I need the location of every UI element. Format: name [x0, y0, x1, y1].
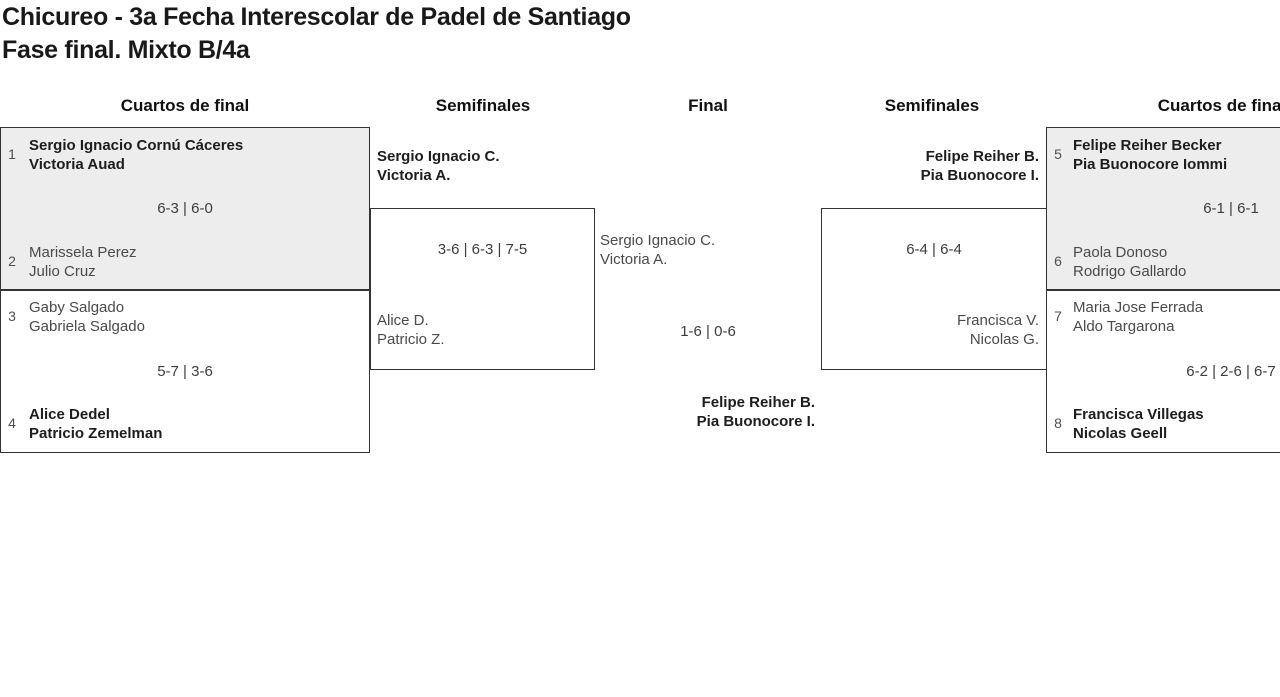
player-name: Gaby Salgado — [29, 299, 125, 316]
player-name: Nicolas Geell — [1073, 425, 1168, 442]
team-name: Francisca V. Nicolas G. — [839, 311, 1039, 349]
player-name: Victoria Auad — [29, 156, 125, 173]
match-score: 6-1 | 6-1 — [1203, 200, 1259, 217]
team-name: Felipe Reiher B. Pia Buonocore I. — [615, 393, 815, 431]
team-name: Maria Jose Ferrada Aldo Targarona — [1073, 298, 1203, 336]
player-name: Felipe Reiher Becker — [1073, 137, 1222, 154]
round-header-final: Final — [688, 96, 728, 115]
player-name: Maria Jose Ferrada — [1073, 299, 1204, 316]
player-name: Felipe Reiher B. — [701, 394, 815, 411]
team-name: Alice D. Patricio Z. — [377, 311, 445, 349]
player-name: Felipe Reiher B. — [925, 148, 1039, 165]
match-box-qf-left-top — [0, 127, 370, 290]
player-name: Aldo Targarona — [1073, 318, 1175, 335]
match-box-qf-right-bottom — [1046, 290, 1280, 453]
player-name: Alice D. — [377, 312, 429, 329]
seed-number: 8 — [1054, 415, 1062, 431]
player-name: Victoria A. — [600, 251, 668, 268]
team-name: Paola Donoso Rodrigo Gallardo — [1073, 243, 1186, 281]
seed-number: 6 — [1054, 253, 1062, 269]
match-box-sf-right — [821, 208, 1047, 370]
page-title-line2: Fase final. Mixto B/4a — [2, 36, 250, 64]
round-header-quarterfinals-right: Cuartos de final — [1157, 96, 1280, 115]
page-title: Chicureo - 3a Fecha Interescolar de Pade… — [2, 1, 631, 67]
match-score: 3-6 | 6-3 | 7-5 — [437, 241, 528, 258]
player-name: Nicolas G. — [969, 331, 1039, 348]
player-name: Patricio Zemelman — [29, 425, 163, 442]
player-name: Sergio Ignacio C. — [600, 232, 716, 249]
player-name: Francisca V. — [957, 312, 1039, 329]
player-name: Julio Cruz — [29, 263, 96, 280]
team-name: Sergio Ignacio C. Victoria A. — [377, 147, 500, 185]
seed-number: 3 — [8, 308, 16, 324]
team-name: Felipe Reiher Becker Pia Buonocore Iommi — [1073, 136, 1227, 174]
seed-number: 1 — [8, 146, 16, 162]
player-name: Marissela Perez — [29, 244, 137, 261]
match-box-qf-left-bottom — [0, 290, 370, 453]
team-name: Felipe Reiher B. Pia Buonocore I. — [839, 147, 1039, 185]
player-name: Victoria A. — [377, 167, 451, 184]
team-name: Sergio Ignacio Cornú Cáceres Victoria Au… — [29, 136, 243, 174]
seed-number: 2 — [8, 253, 16, 269]
team-name: Gaby Salgado Gabriela Salgado — [29, 298, 145, 336]
team-name: Francisca Villegas Nicolas Geell — [1073, 405, 1204, 443]
player-name: Pia Buonocore I. — [920, 167, 1039, 184]
match-score: 5-7 | 3-6 — [157, 363, 213, 380]
match-score: 6-2 | 2-6 | 6-7 — [1186, 363, 1276, 380]
player-name: Paola Donoso — [1073, 244, 1168, 261]
player-name: Sergio Ignacio Cornú Cáceres — [29, 137, 244, 154]
round-header-semifinals-right: Semifinales — [884, 96, 980, 115]
round-header-semifinals-left: Semifinales — [435, 96, 531, 115]
team-name: Marissela Perez Julio Cruz — [29, 243, 137, 281]
player-name: Sergio Ignacio C. — [377, 148, 500, 165]
player-name: Pia Buonocore Iommi — [1073, 156, 1228, 173]
player-name: Rodrigo Gallardo — [1073, 263, 1187, 280]
player-name: Alice Dedel — [29, 406, 110, 423]
match-score: 1-6 | 0-6 — [680, 323, 736, 340]
team-name: Sergio Ignacio C. Victoria A. — [600, 231, 715, 269]
seed-number: 4 — [8, 415, 16, 431]
page-title-line1: Chicureo - 3a Fecha Interescolar de Pade… — [2, 3, 631, 31]
match-score: 6-3 | 6-0 — [157, 200, 213, 217]
seed-number: 7 — [1054, 308, 1062, 324]
match-box-sf-left — [370, 208, 595, 370]
match-score: 6-4 | 6-4 — [906, 241, 962, 258]
player-name: Pia Buonocore I. — [696, 413, 815, 430]
xporty-logo[interactable]: xporty — [1048, 0, 1280, 70]
round-header-quarterfinals-left: Cuartos de final — [120, 96, 250, 115]
player-name: Francisca Villegas — [1073, 406, 1204, 423]
team-name: Alice Dedel Patricio Zemelman — [29, 405, 162, 443]
seed-number: 5 — [1054, 146, 1062, 162]
player-name: Gabriela Salgado — [29, 318, 145, 335]
match-box-qf-right-top — [1046, 127, 1280, 290]
player-name: Patricio Z. — [377, 331, 445, 348]
